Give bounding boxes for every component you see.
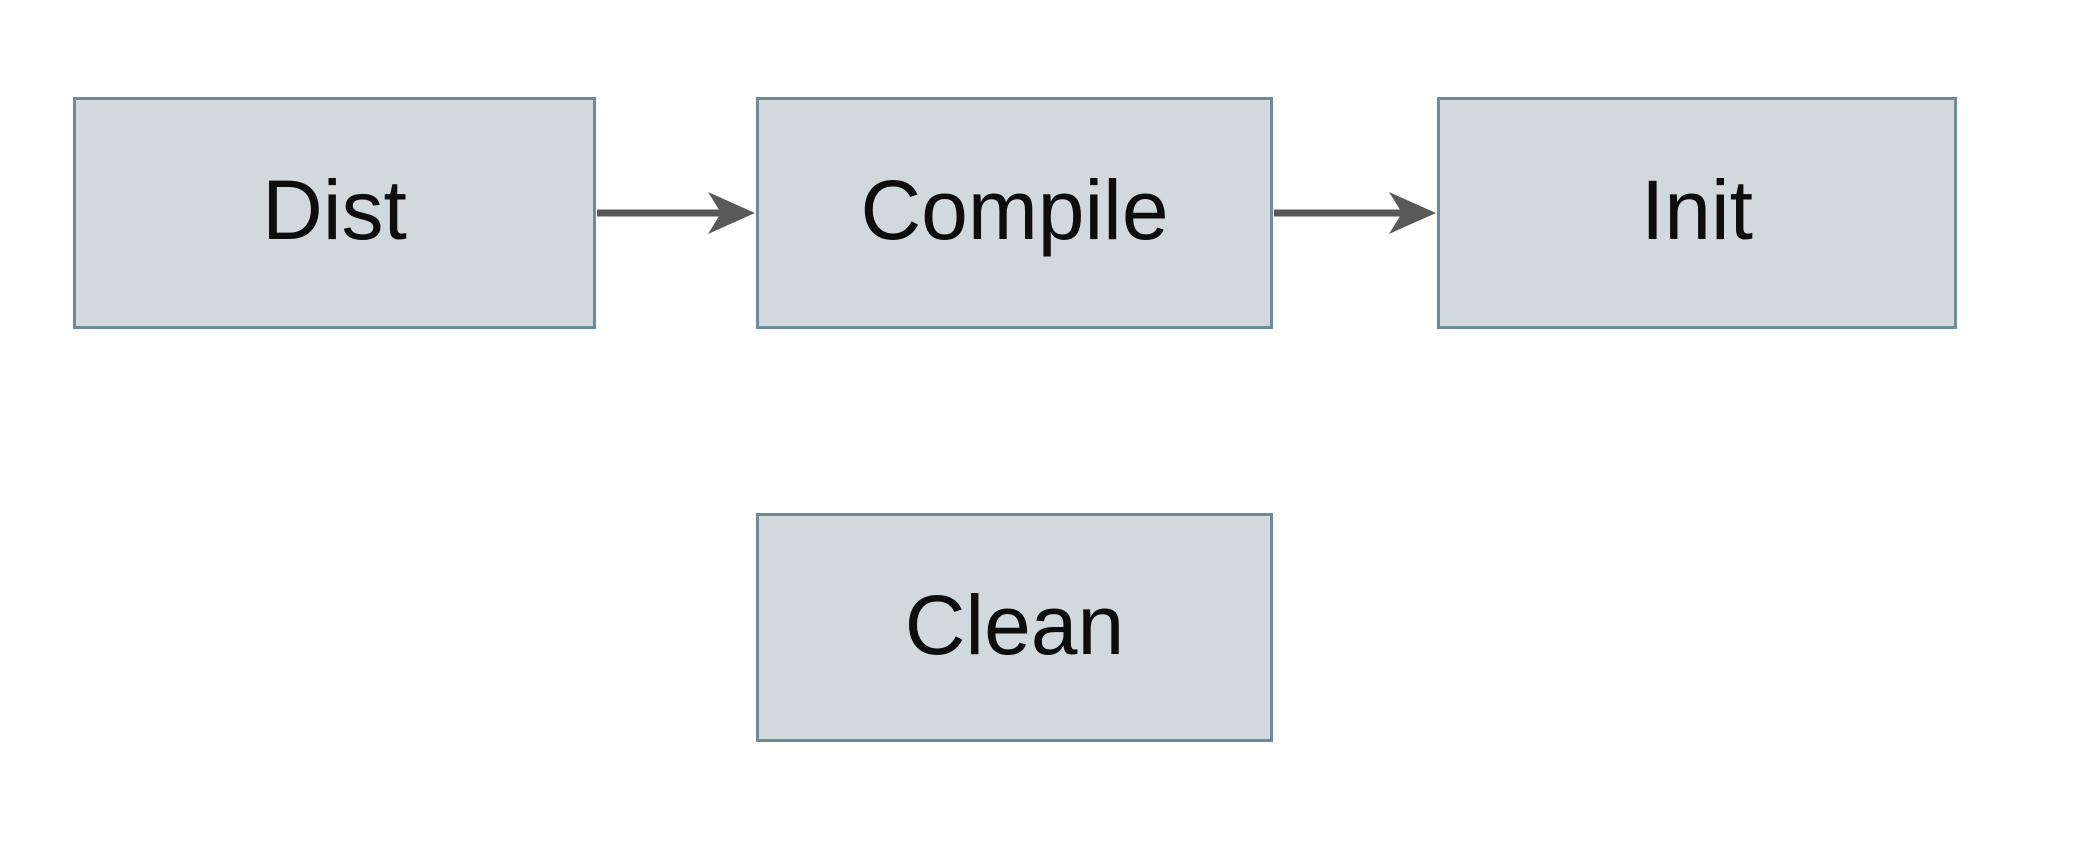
node-compile: Compile <box>756 97 1273 329</box>
node-compile-label: Compile <box>860 163 1169 257</box>
node-dist: Dist <box>73 97 596 329</box>
arrow-head-icon <box>708 192 755 234</box>
node-dist-label: Dist <box>262 163 407 257</box>
node-clean: Clean <box>756 513 1273 742</box>
arrow-dist-to-compile <box>597 192 755 234</box>
node-init-label: Init <box>1640 163 1754 257</box>
node-clean-label: Clean <box>904 577 1125 672</box>
node-init: Init <box>1437 97 1957 329</box>
arrow-head-icon <box>1389 192 1436 234</box>
arrow-compile-to-init <box>1274 192 1436 234</box>
